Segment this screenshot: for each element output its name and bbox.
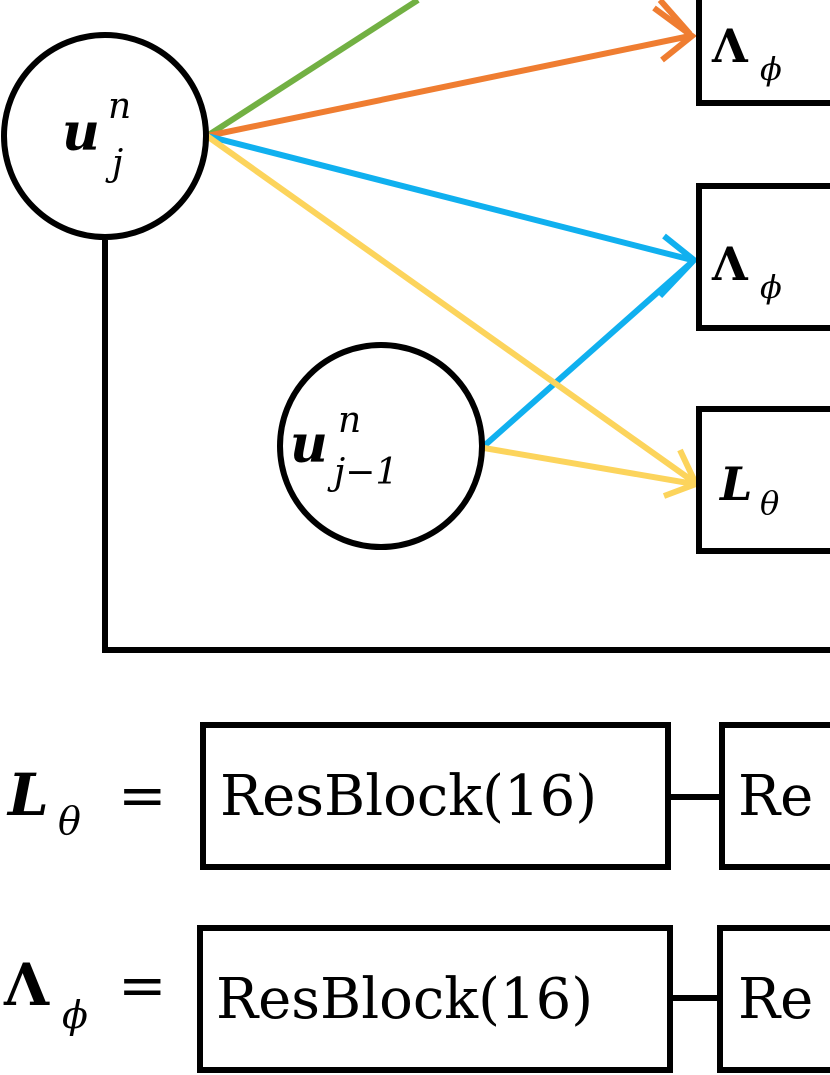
box-lambda-mid-base: Λ [711, 237, 749, 291]
box-lambda-top-sub: ϕ [760, 50, 782, 88]
def-lambda-lhs-base: Λ [3, 951, 50, 1019]
box-l-theta-base: L [718, 457, 752, 511]
def-lambda-block2: Re [738, 967, 813, 1032]
blue-edge-1 [206, 133, 693, 263]
green-edge [205, 0, 420, 139]
edges [102, 0, 830, 653]
def-lambda-block1: ResBlock(16) [216, 967, 593, 1032]
box-l-theta-sub: θ [760, 484, 779, 522]
def-l-theta-block1: ResBlock(16) [220, 764, 597, 829]
box-lambda-top: Λ ϕ [696, 0, 830, 106]
def-lambda-equals: = [118, 951, 167, 1019]
yellow-edge-2 [483, 445, 695, 487]
orange-edge [206, 33, 691, 139]
node-u-j-n: u n j [1, 32, 209, 240]
yellow-edge-1 [205, 133, 696, 485]
orange-edge-upper [657, 0, 693, 36]
box-l-theta: L θ [696, 406, 830, 554]
def-lambda-row: Λ ϕ = ResBlock(16) Re [3, 925, 830, 1073]
node-u-jm1-n-sup: n [338, 400, 361, 441]
node-u-j-n-sup: n [108, 86, 131, 127]
blue-edge-2 [482, 259, 694, 449]
def-l-theta-block2: Re [738, 764, 813, 829]
def-l-theta-lhs-sub: θ [58, 799, 81, 843]
box-lambda-mid-sub: ϕ [760, 268, 782, 306]
orange-arrowhead [652, 5, 697, 63]
node-u-j-n-base: u [62, 102, 100, 163]
skip-connection [102, 240, 830, 653]
box-lambda-mid: Λ ϕ [696, 183, 830, 331]
node-u-jm1-n-sub: j−1 [327, 452, 398, 493]
box-lambda-top-base: Λ [711, 19, 749, 73]
def-l-theta-lhs-base: L [6, 761, 49, 829]
def-lambda-lhs-sub: ϕ [62, 993, 88, 1037]
node-u-jm1-n-base: u [290, 414, 328, 475]
blue-arrowhead [657, 233, 699, 299]
node-u-jm1-n: u n j−1 [277, 342, 485, 550]
def-l-theta-row: L θ = ResBlock(16) Re [6, 722, 830, 870]
def-l-theta-equals: = [118, 761, 167, 829]
